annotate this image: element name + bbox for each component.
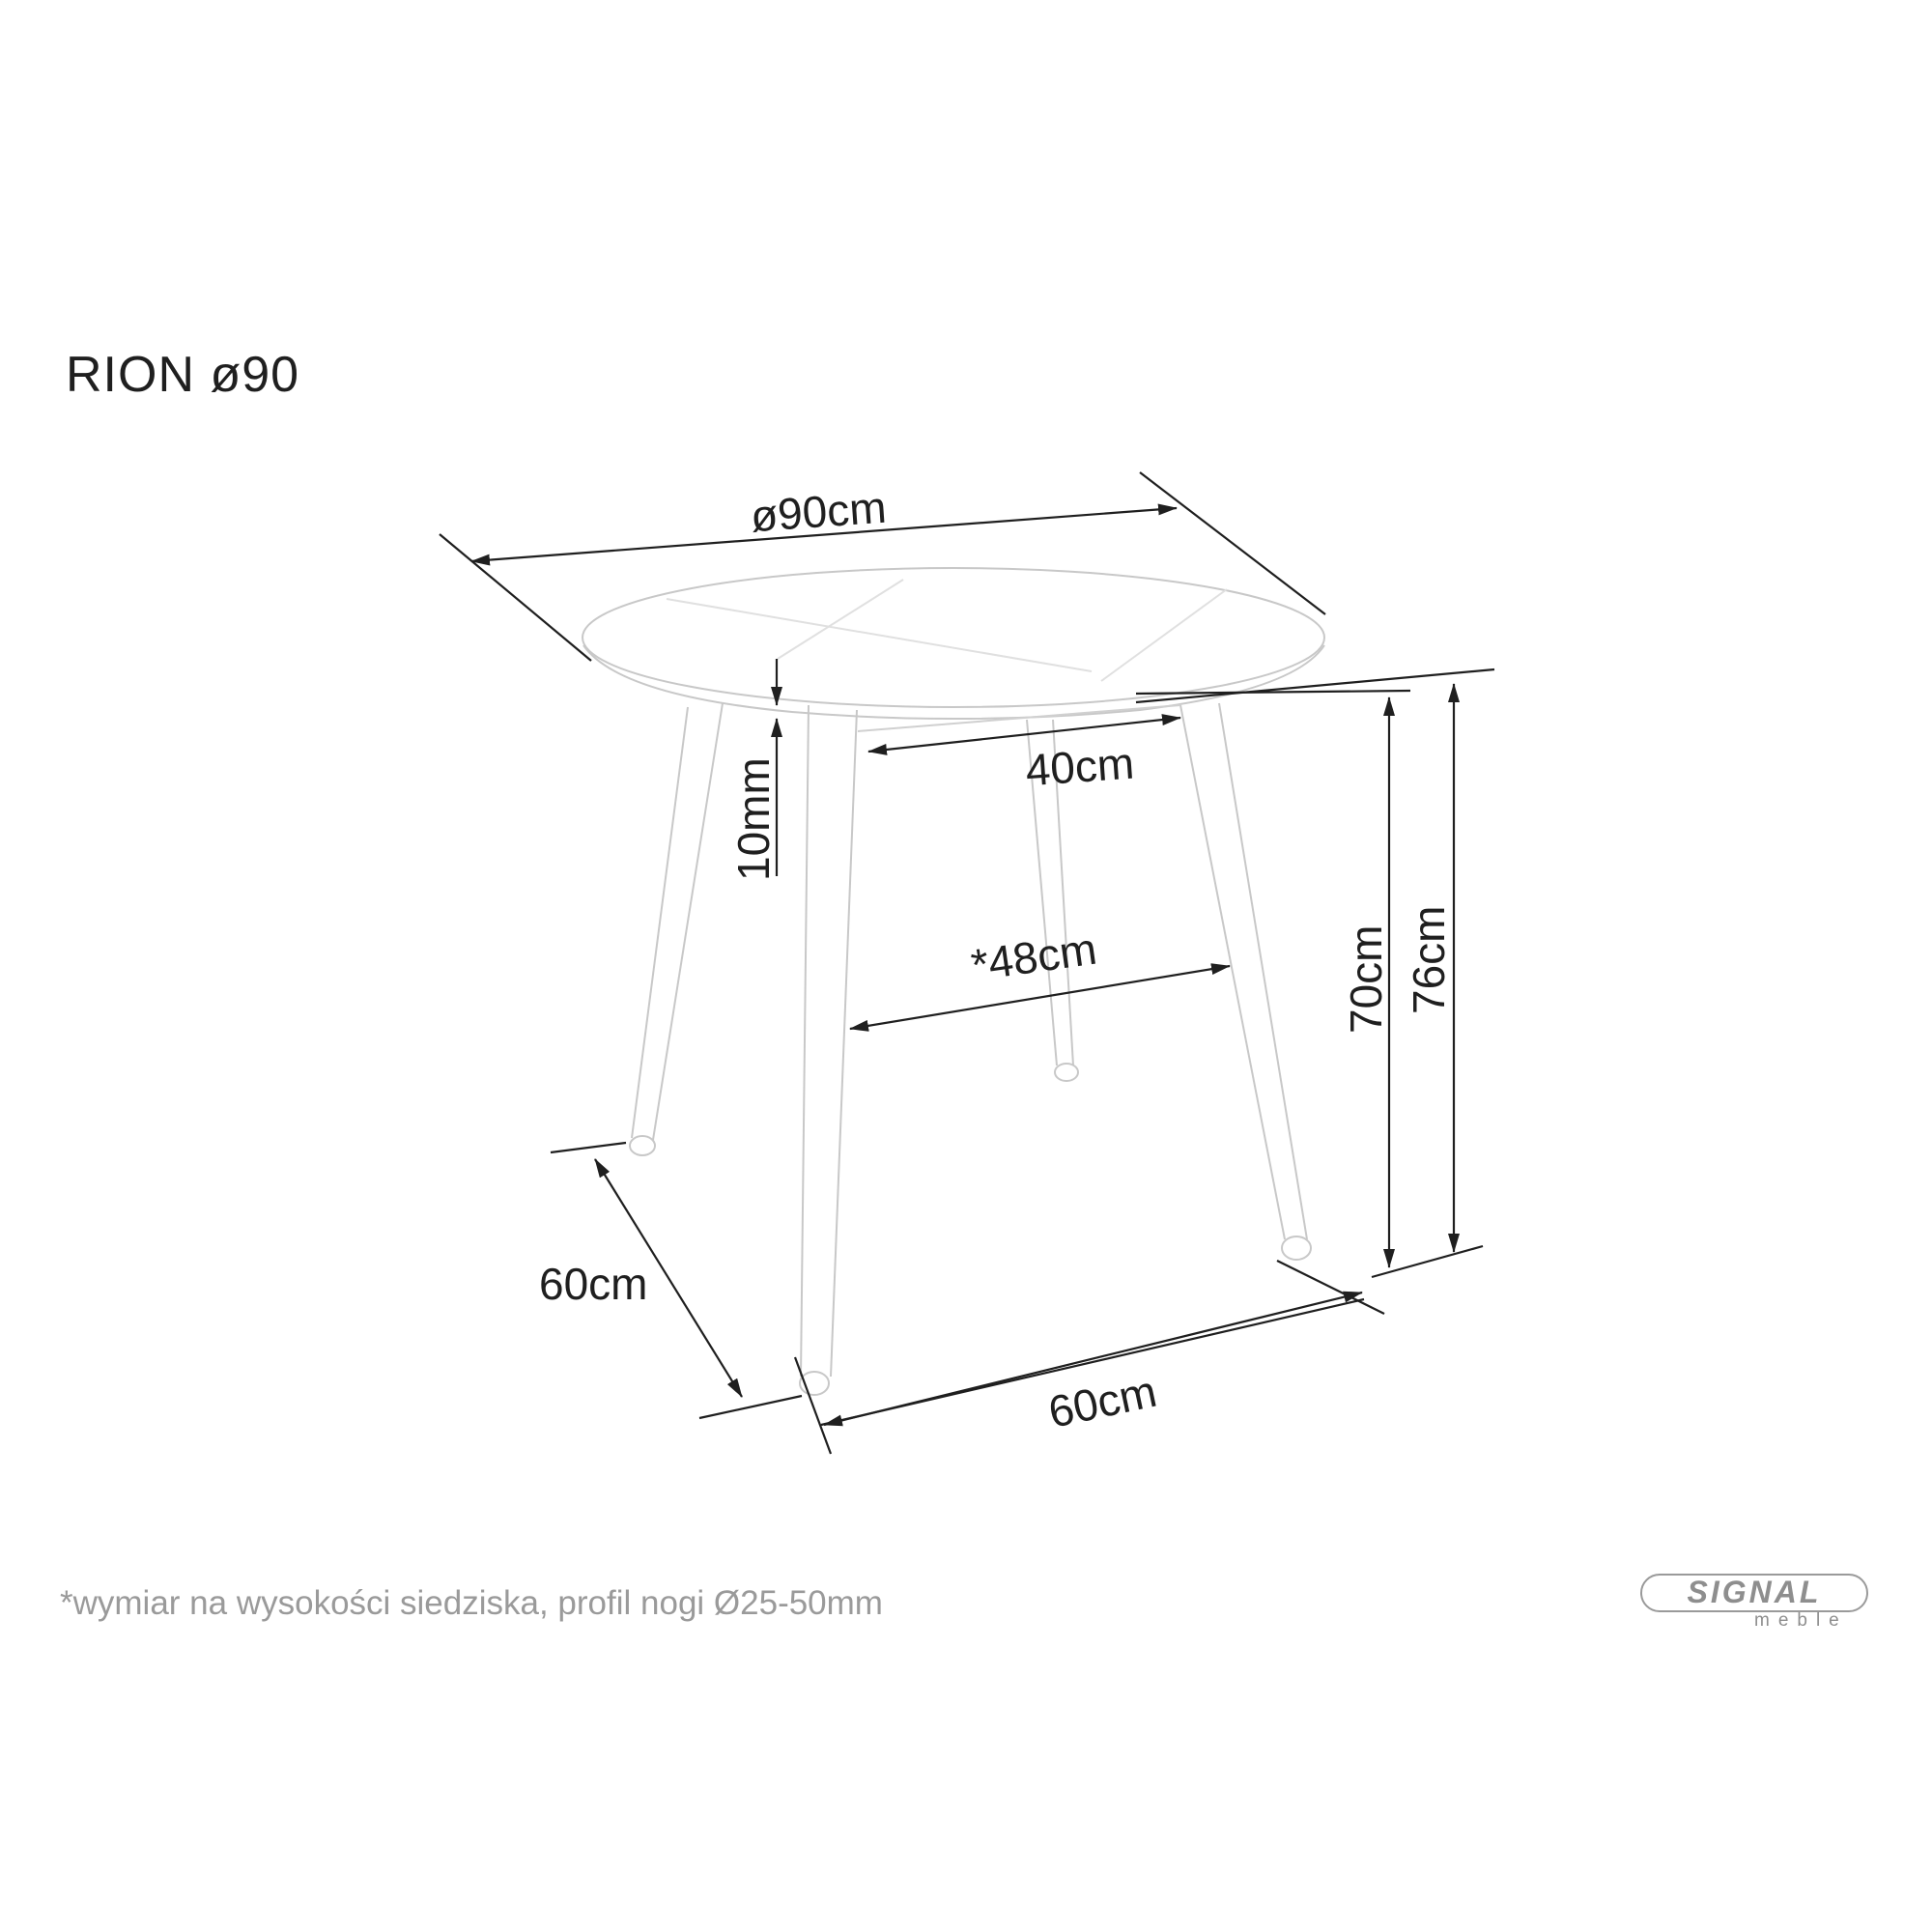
dimension-width (793, 1260, 1385, 1455)
leg-front-right (1179, 702, 1312, 1261)
leg-front-left (799, 704, 858, 1396)
dimension-seat-span (849, 963, 1231, 1032)
logo-outline (1640, 1574, 1868, 1612)
dimension-heights (1135, 668, 1495, 1279)
table-illustration (582, 567, 1325, 1396)
label-diameter: ø90cm (749, 482, 888, 542)
brand-name: SIGNAL (1687, 1575, 1822, 1609)
label-top-thickness: 10mm (728, 757, 779, 881)
label-seat-span: *48cm (968, 923, 1099, 991)
label-apron-width: 40cm (1024, 738, 1136, 796)
leg-back-left (629, 702, 724, 1156)
brand-subtitle: meble (1754, 1610, 1848, 1631)
dimension-depth (550, 1141, 803, 1420)
footnote: *wymiar na wysokości siedziska, profil n… (60, 1584, 883, 1622)
brand-logo: SIGNAL meble (1640, 1574, 1868, 1645)
label-width: 60cm (1044, 1366, 1161, 1437)
label-height-76: 76cm (1404, 906, 1454, 1014)
label-depth: 60cm (539, 1259, 647, 1309)
label-height-70: 70cm (1341, 925, 1391, 1034)
dimension-apron (867, 714, 1181, 755)
product-title: RION ø90 (66, 347, 300, 403)
dimension-diameter (439, 471, 1326, 662)
